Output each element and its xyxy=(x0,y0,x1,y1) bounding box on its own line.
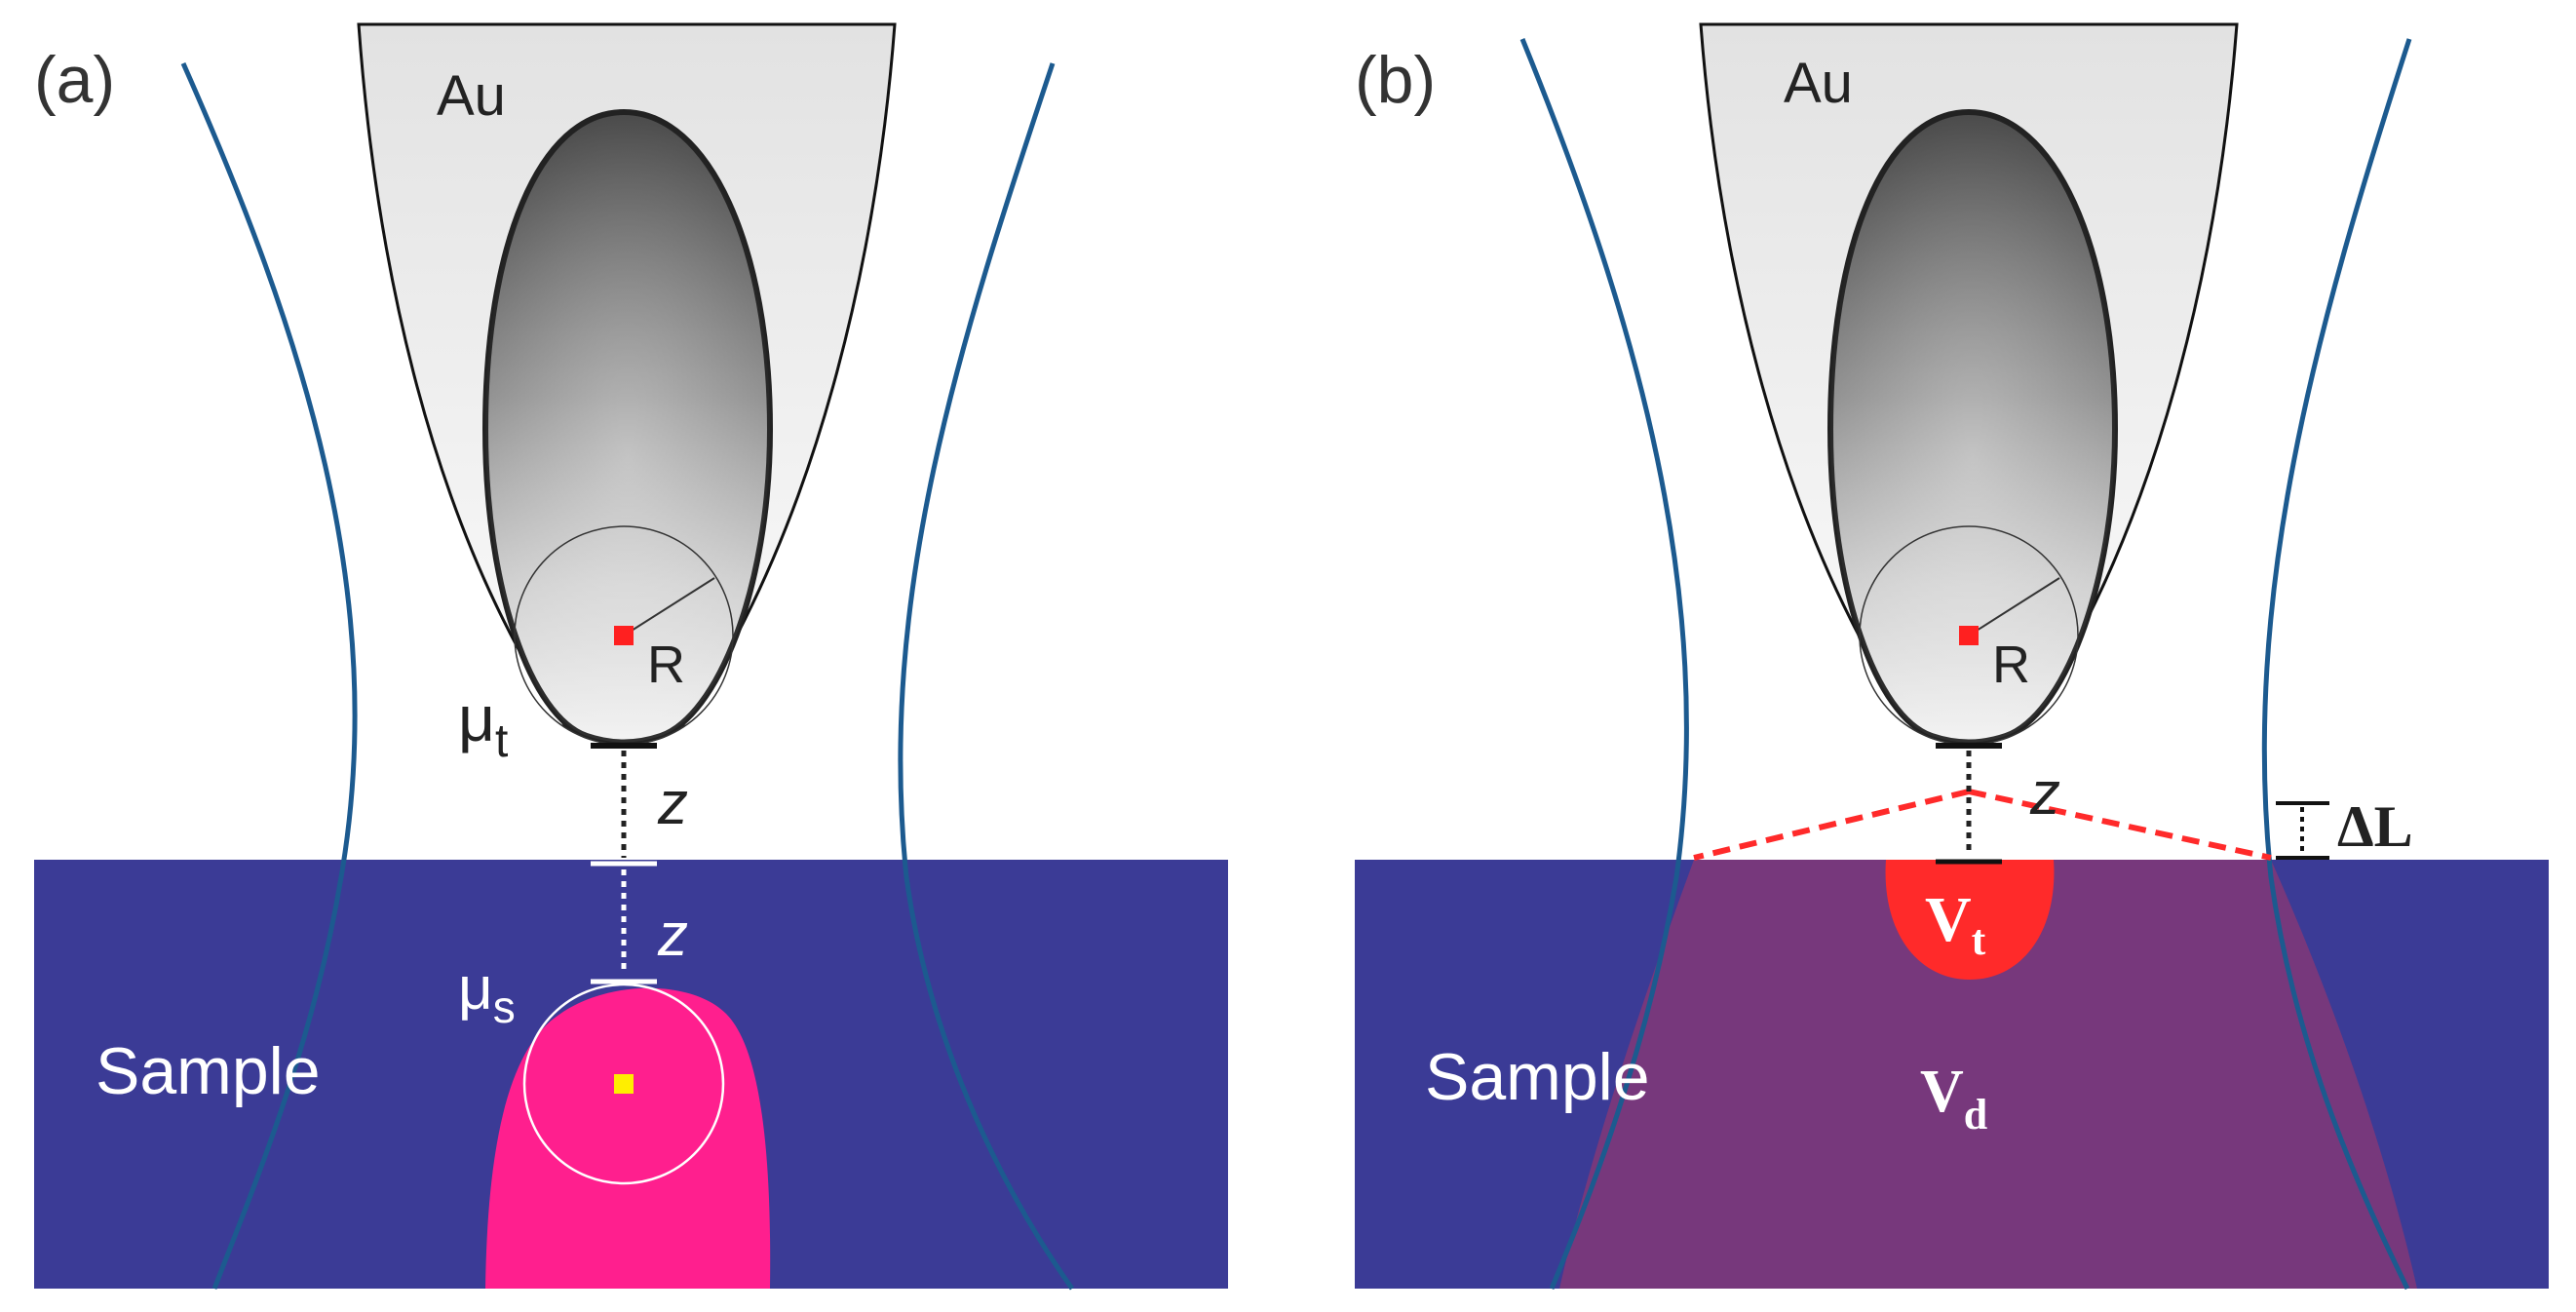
tip-center-marker xyxy=(1959,626,1979,645)
gap-label: z xyxy=(2029,760,2060,828)
tip-volume xyxy=(1885,860,2055,980)
tip-material-label: Au xyxy=(437,64,506,128)
depletion-volume-sub: d xyxy=(1964,1091,1987,1138)
panel-tag: (b) xyxy=(1355,43,1436,117)
beam-right-edge xyxy=(2261,38,2412,1291)
delta-label: ΔL xyxy=(2337,794,2413,859)
sample-moment-sub: s xyxy=(493,982,516,1032)
depletion-volume-label: Vd xyxy=(1920,1059,1987,1138)
beam-left-edge xyxy=(1519,38,1689,1290)
tip-volume-label: Vt xyxy=(1925,884,1986,964)
tip-moment-sub: t xyxy=(495,715,508,767)
depletion-volume xyxy=(1559,860,2417,1289)
beam-right-edge xyxy=(898,62,1075,1291)
image-charge xyxy=(485,987,771,1289)
field-line-right xyxy=(1968,789,2272,861)
image-sphere-outline xyxy=(522,983,725,1185)
sample-moment-label: μs xyxy=(458,955,516,1032)
panel-tag: (a) xyxy=(34,43,115,117)
radius-label: R xyxy=(647,636,685,694)
radius-line xyxy=(623,577,715,637)
tip-material-label: Au xyxy=(1784,52,1853,115)
radius-label: R xyxy=(1992,636,2030,694)
beam-left-edge xyxy=(180,61,358,1290)
gap-label-upper: z xyxy=(657,770,688,837)
radius-line xyxy=(1968,577,2060,637)
field-line-left xyxy=(1693,789,1970,861)
gap-label-lower: z xyxy=(657,902,688,969)
sample-label: Sample xyxy=(1425,1040,1650,1114)
sample-label: Sample xyxy=(96,1034,321,1108)
tip-volume-sub: t xyxy=(1972,916,1986,964)
panel-b: (b) Au R z ΔL Vt Vd Sample xyxy=(1355,22,2549,1291)
panel-a: (a) Au R μt z z μs Sample xyxy=(34,22,1228,1291)
image-center-marker xyxy=(614,1074,634,1094)
tip-moment-label: μt xyxy=(458,682,508,767)
tip-center-marker xyxy=(614,626,634,645)
